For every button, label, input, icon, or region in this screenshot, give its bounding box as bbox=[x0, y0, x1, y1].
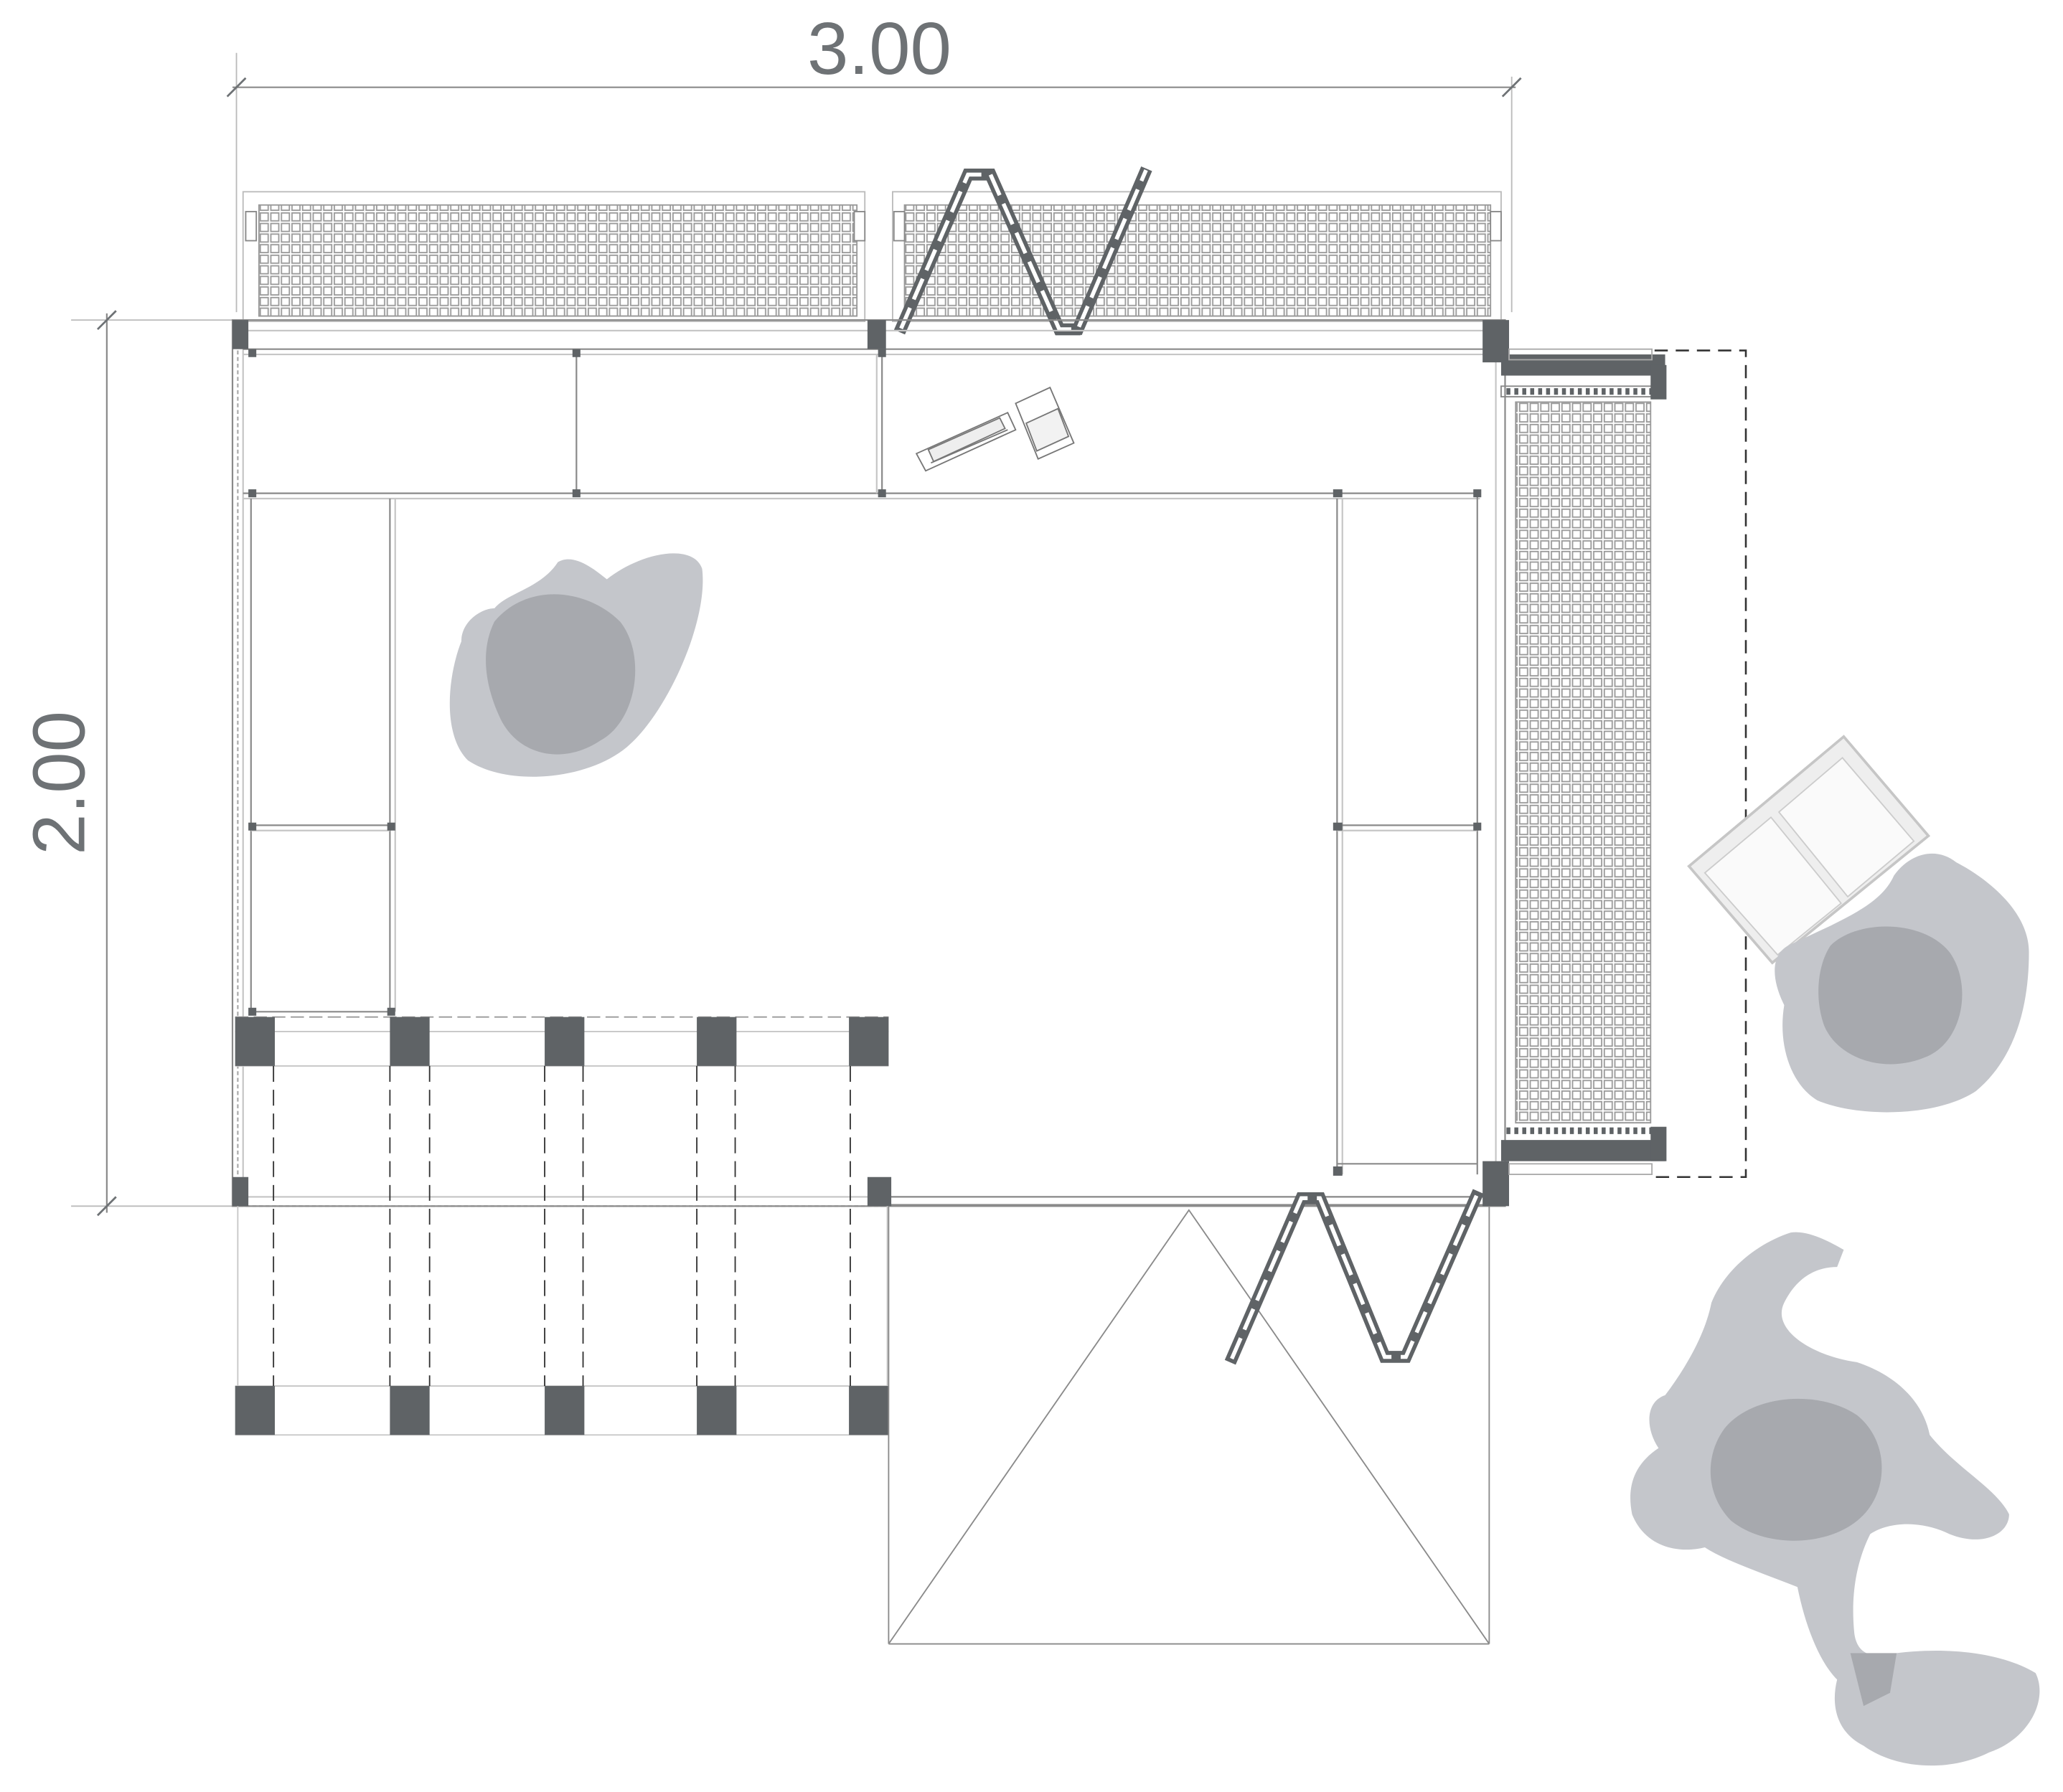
folding-door-top bbox=[893, 164, 1153, 336]
corner-posts bbox=[232, 320, 1510, 1207]
chair-icon bbox=[1015, 386, 1075, 460]
deck-area bbox=[235, 1016, 889, 1436]
table-icon bbox=[1687, 735, 1931, 965]
room-outline bbox=[231, 319, 1506, 1207]
width-dimension-label: 3.00 bbox=[807, 7, 951, 90]
folding-door-bottom bbox=[1224, 1189, 1484, 1365]
top-mesh-panel-left bbox=[242, 191, 866, 322]
dimension-width: 3.00 bbox=[226, 7, 1522, 313]
deck-columns bbox=[235, 1017, 889, 1435]
dimension-depth: 2.00 bbox=[18, 310, 237, 1217]
laptop-icon bbox=[915, 411, 1017, 472]
top-mesh-panel-right bbox=[892, 191, 1502, 322]
depth-dimension-label: 2.00 bbox=[18, 711, 100, 855]
entrance-ramp bbox=[888, 1206, 1490, 1645]
right-dashed-outline bbox=[1654, 349, 1747, 1179]
person-figure-icon bbox=[449, 553, 2040, 1766]
joint-markers bbox=[248, 349, 1482, 1176]
right-mesh-panel bbox=[1500, 348, 1667, 1175]
